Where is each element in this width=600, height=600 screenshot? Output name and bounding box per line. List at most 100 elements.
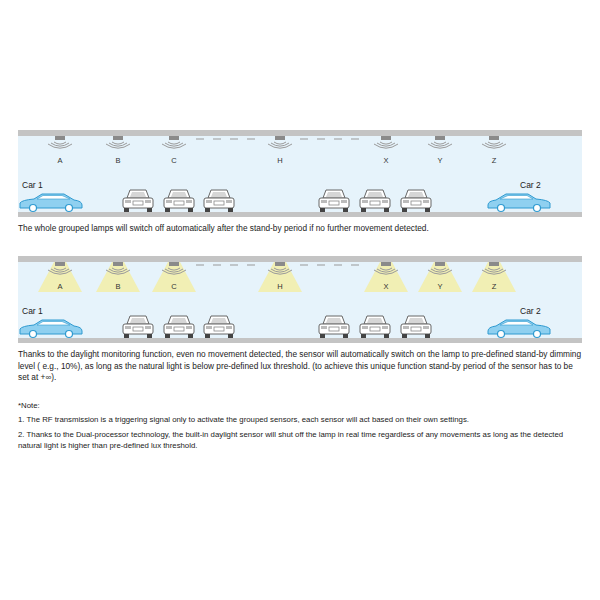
sensor-wave: [48, 270, 72, 274]
drawing-part: [164, 198, 194, 208]
lamp-body: [169, 262, 179, 266]
car-label: Car 2: [520, 180, 580, 191]
parked-car: [360, 316, 390, 338]
drawing-part: [408, 318, 424, 323]
sensor-wave: [109, 269, 127, 272]
drawing-part: [403, 326, 409, 329]
lamp-sensor: [268, 136, 292, 148]
lamp-sensor: [482, 136, 506, 148]
drawing-part: [402, 334, 407, 338]
ceiling-bar: [18, 256, 582, 262]
drawing-part: [362, 326, 368, 329]
drawing-part: [370, 201, 380, 205]
drawing-part: [66, 205, 73, 212]
drawing-part: [228, 334, 233, 338]
lamp-body: [275, 136, 285, 140]
lamp-body: [381, 136, 391, 140]
drawing-part: [402, 208, 407, 212]
lamp-letter: Y: [430, 155, 450, 166]
lamp-letter: H: [270, 155, 290, 166]
lamp-sensor: [96, 262, 140, 292]
sensor-wave: [482, 270, 506, 274]
sensor-wave: [434, 268, 446, 270]
parked-car: [204, 190, 234, 212]
drawing-part: [384, 208, 389, 212]
drawing-part: [329, 201, 339, 205]
lamp-sensor: [364, 262, 408, 292]
drawing-part: [127, 316, 149, 324]
drawing-part: [20, 194, 82, 208]
sensor-wave: [271, 143, 289, 146]
drawing-part: [403, 200, 409, 203]
drawing-part: [174, 327, 184, 331]
drawing-part: [326, 192, 342, 197]
drawing-part: [147, 334, 152, 338]
drawing-part: [320, 334, 325, 338]
sensor-wave: [51, 269, 69, 272]
lamp-body: [435, 136, 445, 140]
drawing-part: [343, 334, 348, 338]
drawing-part: [130, 192, 146, 197]
lamp-sensor: [38, 262, 82, 292]
drawing-part: [125, 200, 131, 203]
drawing-part: [405, 190, 427, 198]
sensor-wave: [374, 270, 398, 274]
drawing-part: [214, 201, 224, 205]
drawing-part: [382, 326, 388, 329]
drawing-part: [425, 208, 430, 212]
drawing-part: [401, 198, 431, 208]
sensor-wave: [431, 143, 449, 146]
car-label: Car 1: [22, 306, 82, 317]
sensor-wave: [485, 269, 503, 272]
sensor-wave: [380, 268, 392, 270]
lamp-sensor: [418, 262, 462, 292]
continuation-dash: [196, 139, 262, 140]
lamp-body: [55, 136, 65, 140]
drawing-part: [37, 196, 70, 200]
lamp-letter: X: [376, 155, 396, 166]
drawing-part: [323, 316, 345, 324]
moving-car: [488, 194, 550, 212]
parked-car: [204, 316, 234, 338]
drawing-part: [123, 324, 153, 334]
sensor-wave: [109, 143, 127, 146]
ceiling-bar: [18, 130, 582, 136]
sensor-wave: [482, 144, 506, 148]
drawing-part: [125, 326, 131, 329]
continuation-dash: [300, 139, 368, 140]
parked-car: [319, 316, 349, 338]
lamp-sensor: [374, 136, 398, 148]
drawing-part: [171, 318, 187, 323]
drawing-part: [208, 316, 230, 324]
drawing-part: [384, 334, 389, 338]
note-item: 2. Thanks to the Dual-processor technolo…: [18, 429, 584, 452]
lamp-letter: Z: [484, 281, 504, 292]
drawing-part: [186, 326, 192, 329]
lamp-letter: Z: [484, 155, 504, 166]
lamp-sensor: [106, 136, 130, 148]
lamp-letter: C: [164, 281, 184, 292]
sensor-wave: [428, 270, 452, 274]
drawing-part: [423, 326, 429, 329]
note-item: 1. The RF transmission is a triggering s…: [18, 414, 584, 426]
sensor-wave: [268, 144, 292, 148]
drawing-part: [500, 322, 533, 326]
lamp-letter: X: [376, 281, 396, 292]
drawing-part: [405, 316, 427, 324]
drawing-part: [127, 190, 149, 198]
drawing-part: [30, 205, 37, 212]
drawing-part: [204, 324, 234, 334]
sensor-wave: [165, 269, 183, 272]
sensor-wave: [488, 142, 500, 144]
drawing-part: [205, 334, 210, 338]
sensor-wave: [168, 268, 180, 270]
drawing-part: [343, 208, 348, 212]
drawing-part: [534, 205, 541, 212]
drawing-part: [37, 322, 70, 326]
panel-caption: The whole grouped lamps will switch off …: [18, 223, 584, 235]
parked-car: [164, 316, 194, 338]
drawing-part: [329, 327, 339, 331]
drawing-part: [488, 320, 550, 334]
sensor-wave: [106, 270, 130, 274]
tunnel-space: [18, 262, 582, 338]
